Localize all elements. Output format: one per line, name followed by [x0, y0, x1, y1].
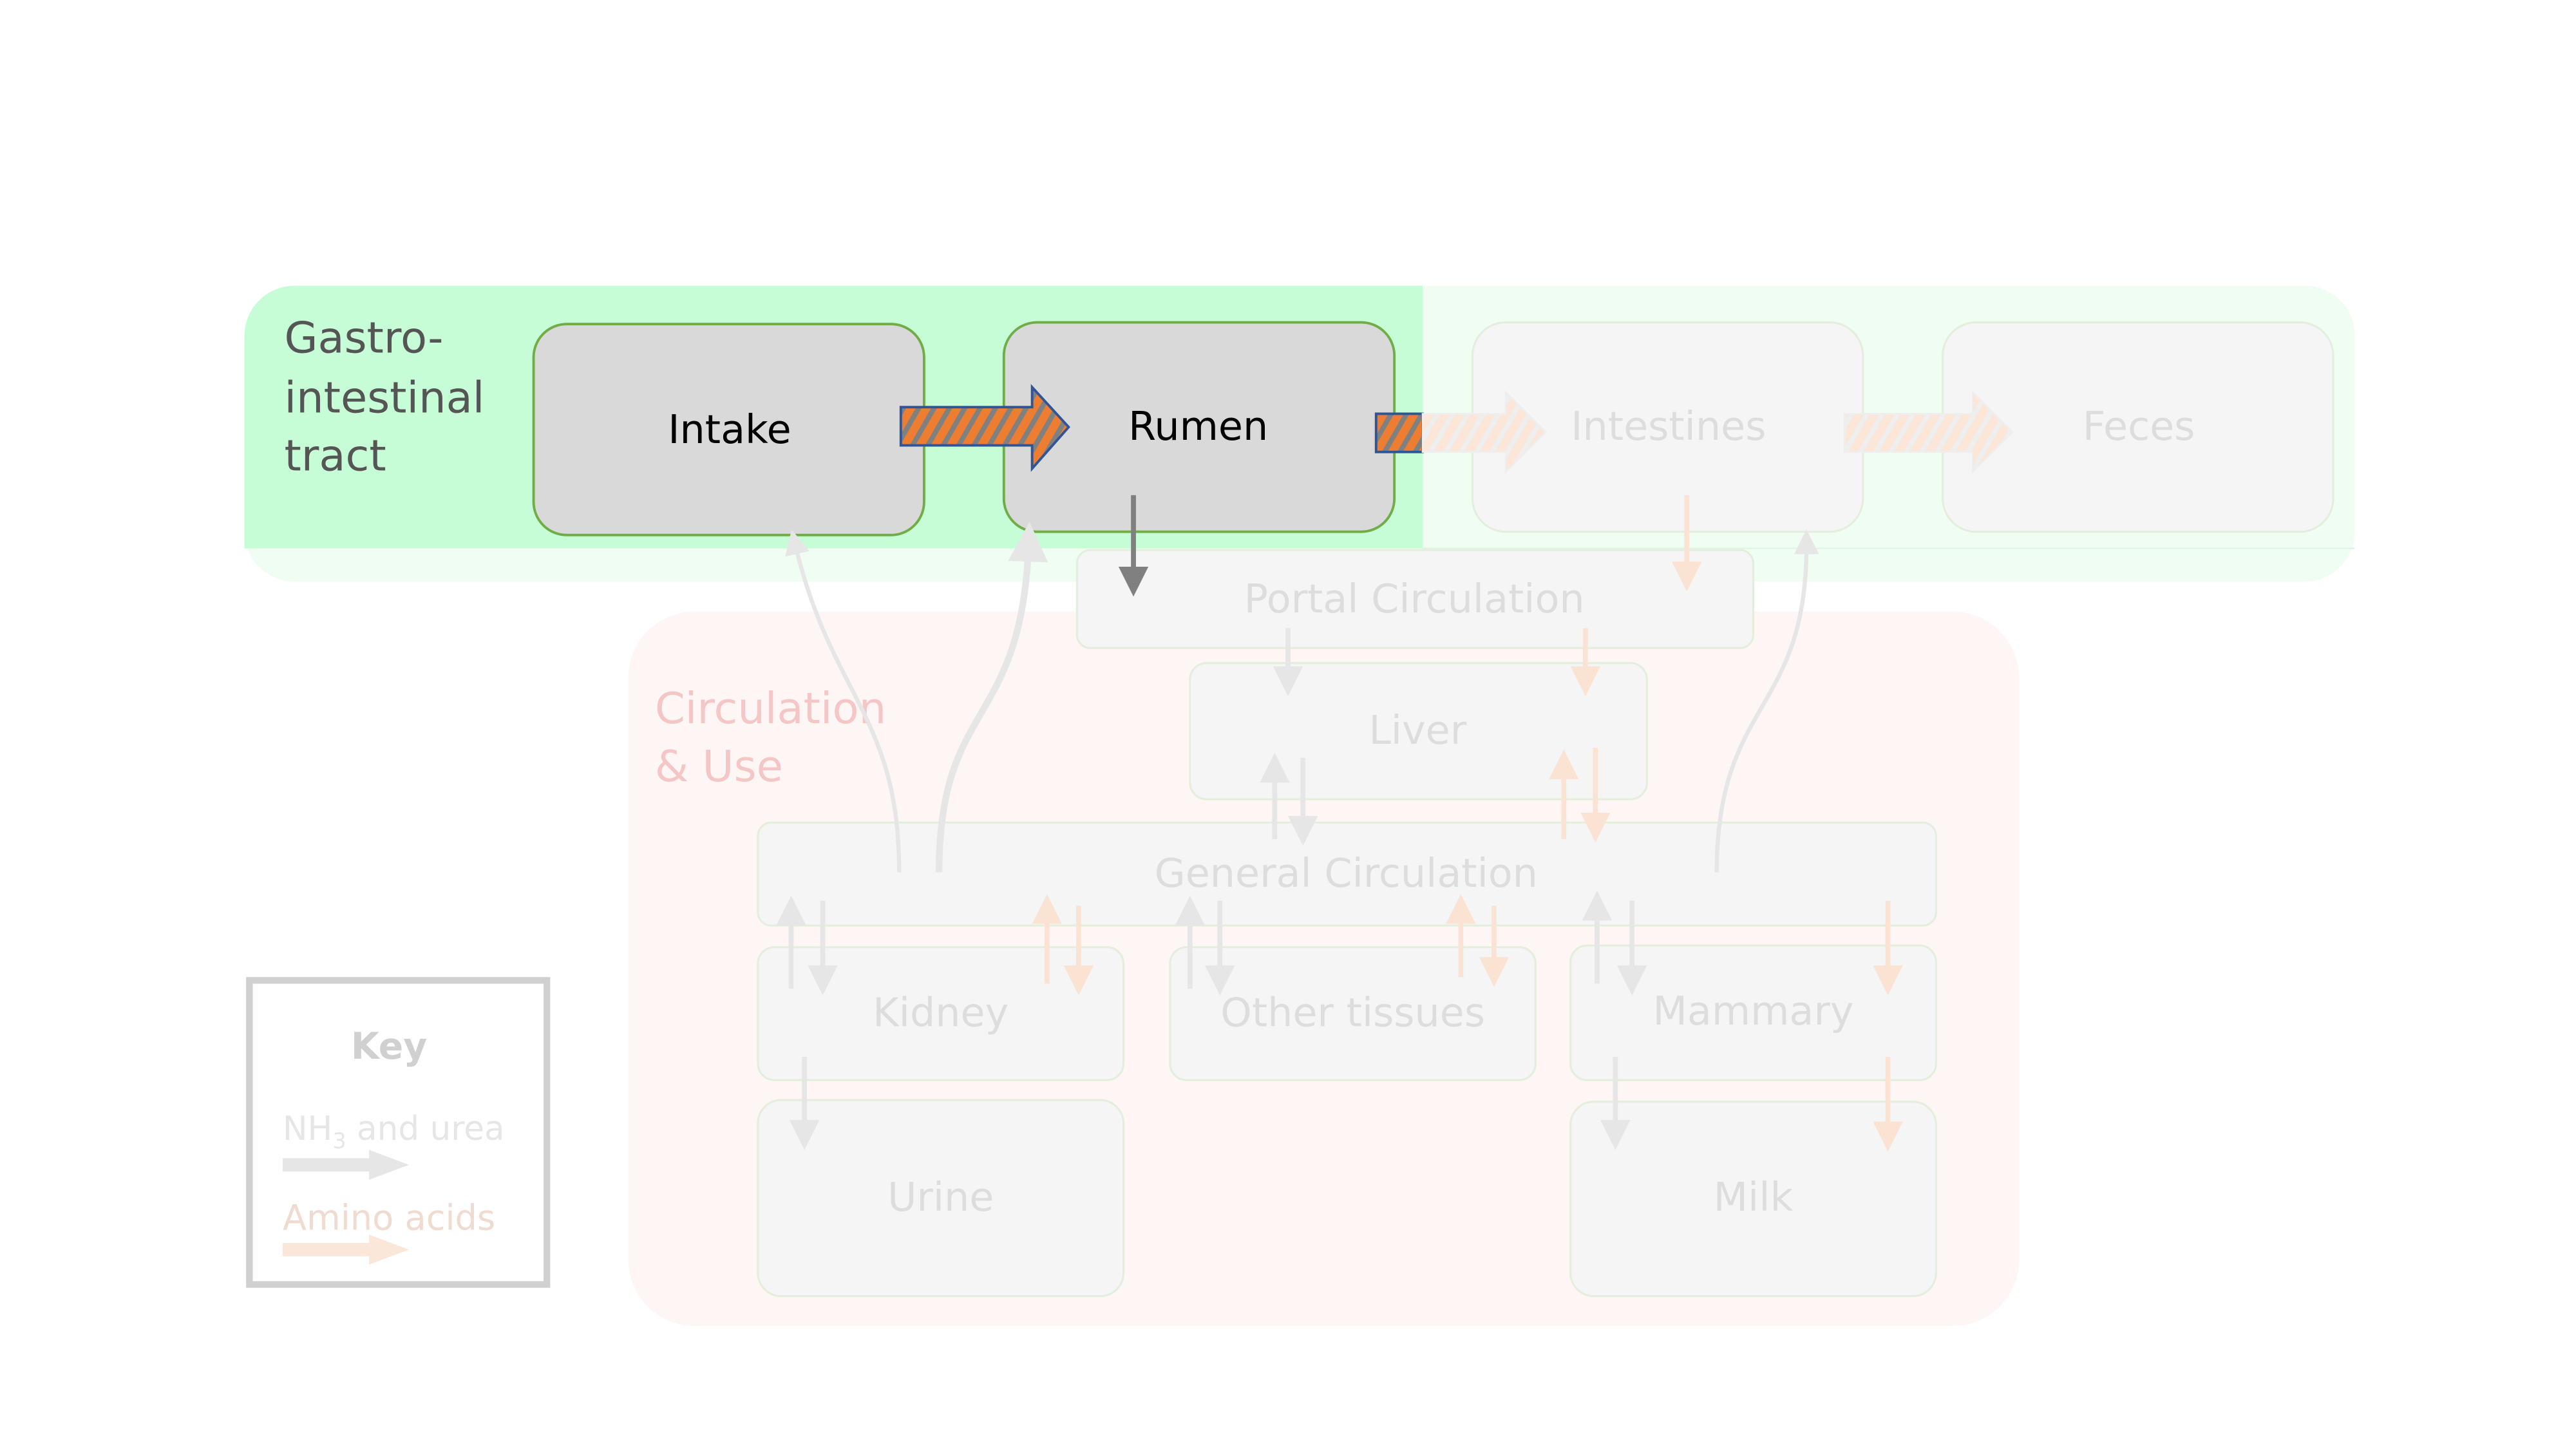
node-mammary-label: Mammary: [1653, 988, 1853, 1034]
node-portal-label: Portal Circulation: [1244, 576, 1585, 622]
node-intake[interactable]: Intake: [532, 323, 925, 536]
key-title: Key: [351, 1025, 427, 1068]
node-urine-label: Urine: [887, 1174, 994, 1220]
key-amino-arrow: [282, 1235, 410, 1265]
rumen-to-intestines-arrow: [1421, 390, 1547, 474]
node-urine[interactable]: Urine: [757, 1099, 1125, 1298]
node-milk[interactable]: Milk: [1569, 1101, 1937, 1298]
key-legend: Key NH3 and urea Amino acids: [246, 977, 551, 1288]
key-amino-label: Amino acids: [283, 1197, 495, 1238]
node-other-tissues[interactable]: Other tissues: [1169, 946, 1537, 1081]
key-nh3-label: NH3 and urea: [283, 1110, 505, 1153]
node-intestines-label: Intestines: [1571, 403, 1766, 450]
intake-to-rumen-arrow: [899, 384, 1071, 472]
node-general-label: General Circulation: [1155, 850, 1538, 896]
node-rumen-label: Rumen: [1128, 403, 1268, 450]
nh3-flow-arrows: [776, 628, 1647, 1150]
gi-label-line2: intestinal: [285, 372, 485, 422]
amino-acid-flow-arrows: [1032, 495, 1903, 1152]
gi-label-line3: tract: [285, 431, 386, 481]
node-mammary[interactable]: Mammary: [1569, 944, 1937, 1081]
node-milk-label: Milk: [1714, 1174, 1794, 1220]
node-intake-label: Intake: [668, 406, 791, 453]
circ-label-line1: Circulation: [655, 683, 886, 734]
node-liver-label: Liver: [1368, 707, 1466, 753]
node-kidney[interactable]: Kidney: [757, 946, 1125, 1081]
node-feces-label: Feces: [2083, 403, 2195, 450]
rumen-outflow-stub: [1374, 412, 1424, 453]
key-nh3-arrow: [282, 1150, 410, 1180]
gi-label-line1: Gastro-: [285, 313, 444, 363]
node-intestines[interactable]: Intestines: [1471, 321, 1864, 533]
node-other-label: Other tissues: [1220, 990, 1485, 1036]
node-general-circulation[interactable]: General Circulation: [757, 821, 1937, 927]
urea-recycling-arrows: [785, 522, 1819, 873]
intestines-to-feces-arrow: [1844, 390, 2014, 474]
circ-label-line2: & Use: [655, 741, 783, 791]
node-kidney-label: Kidney: [873, 990, 1009, 1036]
node-liver[interactable]: Liver: [1189, 661, 1648, 800]
node-portal-circulation[interactable]: Portal Circulation: [1075, 549, 1755, 649]
